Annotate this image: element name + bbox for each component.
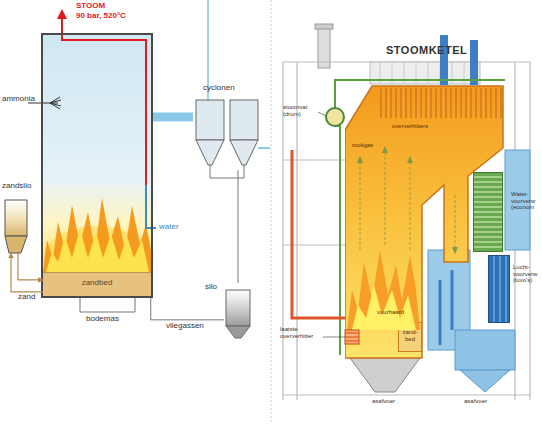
air-ducts [440, 270, 452, 345]
steel-frame [283, 24, 530, 400]
air-ducts [460, 370, 510, 392]
edge-label: vliegassen [166, 322, 204, 331]
cyclone-symbol [230, 100, 258, 140]
steel-frame [283, 62, 530, 400]
air-ducts [470, 40, 478, 85]
steel-frame [380, 62, 464, 84]
economiser: Water-voorverw (econom [473, 172, 503, 252]
pipes [335, 126, 340, 355]
cyclone-symbol [258, 147, 270, 149]
ammonia-injection [50, 97, 60, 103]
steam-line [57, 9, 146, 185]
separator [271, 0, 272, 424]
ash-silo-symbol [226, 290, 250, 326]
node-label: zandsilo [2, 182, 31, 191]
node-label: silo [205, 283, 217, 292]
cyclone-symbol [210, 165, 244, 178]
steam-drum [326, 108, 344, 126]
steam-drum [326, 108, 344, 126]
part-label: asafvoer [464, 398, 487, 405]
part-label: bodemas [86, 315, 119, 324]
part-label: laatste oververhitter [280, 326, 322, 339]
flames [43, 198, 151, 272]
node-label: rookgas [352, 142, 373, 149]
furnace-shape [345, 86, 503, 358]
boiler: waterzandbed [41, 33, 153, 298]
steel-frame [370, 62, 480, 84]
part-label: ammonia [2, 95, 35, 104]
ash-line [238, 170, 239, 283]
arrow-head [8, 253, 14, 258]
ammonia-injection [50, 103, 61, 106]
steel-frame [318, 28, 330, 68]
leader-lines [318, 112, 326, 116]
sand-bed-box: zand-bed [398, 322, 422, 352]
ash-silo-symbol [226, 290, 250, 338]
node-label: Water-voorverw (econom [511, 191, 542, 211]
part-label: 90 bar, 520°C [76, 12, 126, 21]
ammonia-injection [50, 103, 60, 109]
sand-silo-symbol [5, 200, 27, 236]
bottom-ash-bracket [80, 298, 135, 312]
node-label: Lucht-voorverw (luvo's) [513, 264, 542, 284]
leader-lines [323, 337, 345, 338]
cyclone-symbol [196, 140, 224, 165]
diagram-title: STOOMKETEL [386, 44, 467, 56]
air-ducts [440, 35, 448, 85]
node-label: zand-bed [400, 329, 420, 342]
flames [43, 198, 151, 272]
connector-line [11, 253, 43, 292]
cyclone-symbol [196, 100, 224, 140]
edge-label: zand [18, 293, 35, 302]
sand-silo-symbol [5, 200, 27, 253]
cyclone-symbol [230, 140, 258, 165]
air-preheater: Lucht-voorverw (luvo's) [488, 255, 510, 323]
ash-silo-symbol [226, 326, 250, 338]
connector-line [18, 253, 43, 280]
boiler-fill [41, 33, 153, 298]
node-label: zandbed [43, 279, 151, 288]
ammonia-injection [50, 100, 61, 103]
ash-silo: silo [224, 283, 252, 338]
sand-feed-line [18, 253, 43, 283]
sand-silo: zandsilo [4, 195, 28, 253]
part-label: oververhitters [392, 123, 428, 130]
node-label: vuurhaard [377, 309, 404, 316]
flames [46, 228, 149, 272]
separator [271, 0, 272, 424]
sand-silo-symbol [5, 236, 27, 253]
pipes [292, 150, 352, 330]
part-label: stoomvat (drum) [283, 104, 317, 117]
ash-hopper [350, 358, 420, 392]
sand-bed-band: zandbed [43, 272, 151, 296]
node-label: water [159, 223, 179, 232]
connector-line [151, 298, 224, 320]
air-ducts [428, 250, 470, 350]
connector-line [153, 113, 193, 122]
node-label: cyclonen [203, 84, 235, 93]
cyclones: cyclonen [193, 98, 263, 170]
boiler-fill [41, 33, 153, 298]
water-line [146, 185, 156, 228]
water-line [146, 185, 156, 228]
cyclone-symbol [196, 0, 270, 178]
bottom-ash-bracket [80, 298, 135, 312]
steam-line [62, 17, 146, 185]
ash-hopper [350, 358, 420, 392]
steel-frame [315, 24, 333, 29]
part-label: STOOM [76, 2, 105, 11]
leader-lines [318, 112, 345, 337]
connector-line [238, 170, 239, 283]
air-ducts [455, 330, 515, 370]
sand-return-line [8, 253, 43, 292]
fly-ash-line [151, 298, 224, 320]
part-label: asafvoer [372, 398, 395, 405]
flue-gas-pipe [153, 117, 193, 118]
steam-line [57, 9, 67, 19]
